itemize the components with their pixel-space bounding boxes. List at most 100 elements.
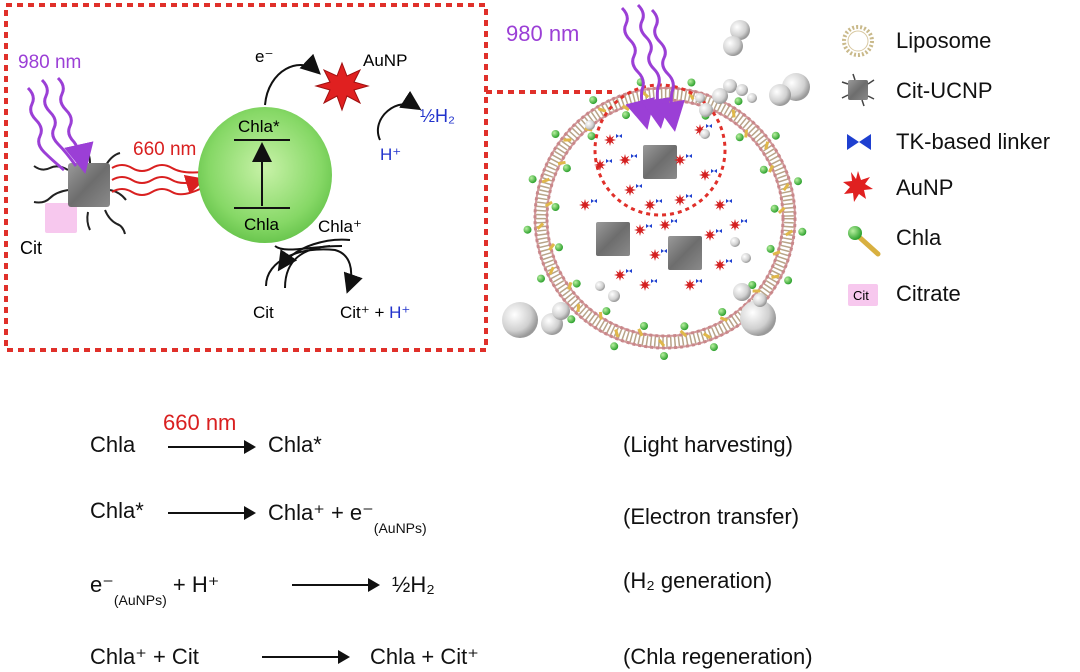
linker-small: [606, 159, 612, 163]
chla-dot: [572, 279, 581, 288]
chla-tail: [548, 242, 556, 251]
citrate-icon: [848, 284, 878, 306]
half-h2-label: ½H₂: [420, 106, 455, 126]
aunp-icon: [843, 171, 873, 202]
liposome-icon: [842, 25, 874, 57]
chla-dot: [794, 177, 802, 186]
chla-dot: [687, 78, 696, 87]
chla-molecule: [198, 107, 332, 243]
chla-dot: [771, 131, 780, 140]
chla-dot: [680, 322, 689, 331]
legend-chla-label: Chla: [896, 225, 942, 250]
chla-dot: [562, 164, 571, 173]
chla-icon: [848, 226, 881, 257]
eq4-desc: (Chla regeneration): [623, 644, 813, 669]
chla-tail: [719, 316, 728, 322]
aunp-small: [639, 279, 651, 291]
aunp-small: [699, 169, 711, 181]
chla-tail: [637, 328, 644, 337]
linker-small: [726, 259, 732, 263]
aunp-small: [604, 134, 616, 146]
legend-citrate-label: Citrate: [896, 281, 961, 306]
chla-dot: [551, 130, 560, 138]
chla-tail: [614, 329, 620, 338]
legend-liposome-label: Liposome: [896, 28, 991, 53]
aunp-small: [624, 184, 636, 196]
chla-dot: [734, 97, 743, 106]
eq1-arrow: [168, 440, 256, 454]
chla-tail: [772, 250, 781, 256]
chla-dot: [587, 132, 596, 141]
ucnp-icon: [841, 73, 875, 107]
chla-plus-label: Chla⁺: [318, 217, 362, 236]
aunp-star: [314, 61, 370, 112]
ucnp-cube-1: [643, 145, 677, 179]
aunp-small: [704, 229, 716, 241]
chla-tail: [641, 90, 650, 99]
chla-dot: [640, 322, 648, 330]
linker-small: [646, 224, 652, 228]
eq4-lhs: Chla⁺ + Cit: [90, 644, 199, 669]
eq3-desc: (H₂ generation): [623, 568, 773, 593]
electron-arrow: [264, 53, 321, 106]
chla-tail: [544, 200, 553, 208]
chla-tail: [777, 206, 786, 215]
cit-ucnp-particle: [33, 146, 127, 235]
chla-tail: [541, 177, 550, 184]
eq3-lhs: e⁻(AuNPs) + H⁺: [90, 572, 220, 609]
chla-dot: [784, 276, 793, 285]
chla-tail: [679, 329, 688, 338]
chla-dot: [523, 225, 532, 234]
chla-tail: [771, 274, 780, 279]
linker-small: [631, 154, 637, 158]
aunp-small: [684, 279, 696, 291]
zoom-panel-border: [4, 3, 488, 352]
eq3-arrow: [292, 578, 380, 592]
chla-tail: [702, 332, 712, 339]
chla-dot: [610, 342, 619, 351]
linker-small: [661, 249, 667, 253]
aunp-small: [579, 199, 591, 211]
chla-tail: [598, 311, 603, 320]
chla-tail: [764, 141, 770, 150]
chla-tail: [597, 107, 607, 113]
linker-small: [686, 194, 692, 198]
chla-dot: [748, 281, 757, 289]
h2-arrow: [377, 90, 422, 141]
linker-small: [651, 279, 657, 283]
aunp-small: [714, 259, 726, 271]
eq1-rhs: Chla*: [268, 432, 322, 457]
panel-980-waves: [26, 76, 94, 174]
chla-dot: [709, 343, 718, 352]
chla-tail: [536, 222, 545, 230]
liposome-icon-inner: [847, 30, 869, 52]
panel-980nm-label: 980 nm: [18, 52, 81, 73]
electron-label: e⁻: [255, 47, 273, 66]
linker-small: [696, 279, 702, 283]
eq2-lhs: Chla*: [90, 498, 144, 523]
citrate-spheres: [502, 20, 810, 338]
linker-small: [591, 199, 597, 203]
linker-small: [656, 199, 662, 203]
chla-dot: [551, 203, 560, 211]
aunp-small: [659, 219, 671, 231]
eq1-desc: (Light harvesting): [623, 432, 793, 457]
chla-dot: [589, 96, 598, 105]
linker-small: [671, 219, 677, 223]
regeneration-arrow-a: [265, 248, 363, 294]
eq4-arrow: [262, 650, 350, 664]
aunp-small: [674, 194, 686, 206]
aunp-small: [619, 154, 631, 166]
liposome: [523, 78, 807, 360]
chla-dot: [718, 308, 727, 316]
chla-tail: [784, 229, 794, 237]
legend-aunp-label: AuNP: [896, 175, 953, 200]
aunp-small: [729, 219, 741, 231]
linker-small: [636, 184, 642, 188]
panel-660nm-label: 660 nm: [133, 139, 196, 160]
liposome-980nm-label: 980 nm: [506, 21, 579, 46]
chla-dot: [660, 352, 668, 360]
